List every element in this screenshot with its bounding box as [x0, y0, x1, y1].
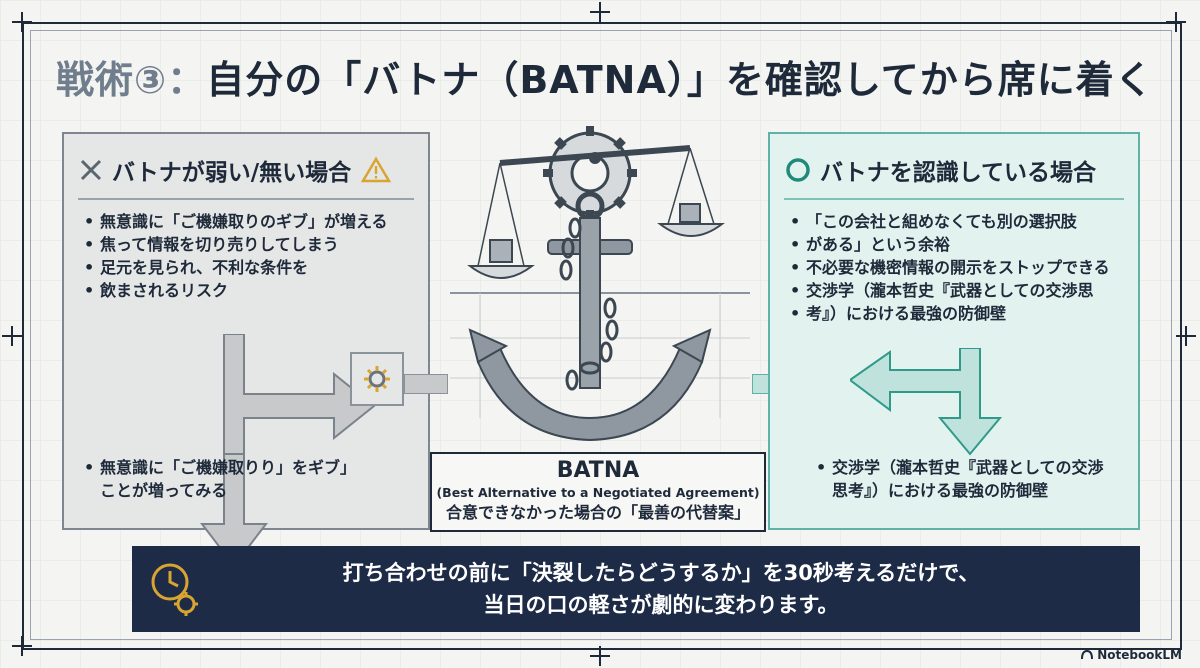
strong-batna-divider — [784, 198, 1124, 200]
crosshair-top-left — [12, 12, 32, 32]
batna-subtitle: (Best Alternative to a Negotiated Agreem… — [436, 485, 760, 500]
gear-box-left — [350, 352, 404, 406]
inner-frame — [30, 30, 1172, 640]
list-item: 焦って情報を切り売りしてしまう — [84, 233, 418, 256]
list-item: 足元を見られ、不利な条件を — [84, 256, 418, 279]
circle-icon — [786, 158, 810, 182]
title-text: 自分の「バトナ（BATNA）」を確認してから席に着く — [206, 58, 1154, 102]
list-item: 無意識に「ご機嫌取りのギブ」が増える — [84, 210, 418, 233]
strong-batna-heading-row: バトナを認識している場合 — [784, 148, 1096, 192]
crosshair-left — [2, 326, 22, 346]
batna-title: BATNA — [556, 458, 640, 483]
takeaway-line2: 当日の口の軽さが劇的に変わります。 — [483, 593, 839, 617]
notebooklm-watermark: NotebookLM — [1081, 648, 1182, 662]
strong-batna-note-line2: 思考』）における最強の防御壁 — [832, 481, 1049, 500]
strong-batna-panel: バトナを認識している場合 「この会社と組めなくても別の選択肢 がある」という余裕… — [768, 132, 1140, 530]
notebooklm-logo-icon — [1081, 650, 1094, 660]
weak-batna-heading: バトナが弱い/無い場合 — [112, 160, 352, 186]
weak-batna-note-line2: ことが増ってみる — [100, 481, 228, 500]
batna-definition-box: BATNA (Best Alternative to a Negotiated … — [430, 452, 766, 532]
crosshair-right — [1176, 326, 1196, 346]
weak-batna-note-line1: 無意識に「ご機嫌取りり」をギブ」 — [84, 456, 356, 479]
strong-batna-note: 交渉学（瀧本哲史『武器としての交渉 思考』）における最強の防御壁 — [816, 456, 1104, 502]
connector-left — [404, 374, 448, 394]
anchor-scale-illustration — [450, 126, 750, 442]
page-title: 戦術③：自分の「バトナ（BATNA）」を確認してから席に着く — [56, 50, 1156, 110]
list-item-continuation: 考』）における最強の防御壁 — [790, 302, 1128, 325]
cross-icon — [80, 159, 102, 181]
weak-batna-panel: バトナが弱い/無い場合 無意識に「ご機嫌取りのギブ」が増える 焦って情報を切り売… — [62, 132, 430, 568]
crosshair-top — [590, 2, 610, 22]
takeaway-line1: 打ち合わせの前に「決裂したらどうするか」を30秒考えるだけで、 — [342, 561, 980, 585]
weak-batna-divider — [78, 198, 414, 200]
crosshair-bottom-left — [12, 636, 32, 656]
list-item: 不必要な機密情報の開示をストップできる — [790, 256, 1128, 279]
gear-icon — [364, 366, 390, 392]
weak-batna-bullets: 無意識に「ご機嫌取りのギブ」が増える 焦って情報を切り売りしてしまう 足元を見ら… — [84, 210, 418, 302]
crosshair-top-right — [1166, 12, 1186, 32]
clock-gear-icon — [151, 563, 198, 616]
warning-icon — [361, 156, 392, 183]
merge-arrow-icon — [850, 348, 1003, 456]
weak-batna-note: 無意識に「ご機嫌取りり」をギブ」 ことが増ってみる — [84, 456, 356, 502]
brand-label: NotebookLM — [1097, 648, 1182, 662]
title-tactic-number: 戦術③： — [56, 58, 207, 102]
batna-definition: 合意できなかった場合の「最善の代替案」 — [445, 503, 750, 522]
weak-batna-heading-row: バトナが弱い/無い場合 — [78, 148, 392, 192]
list-item: 「この会社と組めなくても別の選択肢 — [790, 210, 1128, 233]
strong-batna-heading: バトナを認識している場合 — [820, 160, 1096, 186]
strong-batna-note-line1: 交渉学（瀧本哲史『武器としての交渉 — [816, 456, 1104, 479]
crosshair-bottom — [590, 646, 610, 666]
list-item-continuation: がある」という余裕 — [790, 233, 1128, 256]
list-item: 交渉学（瀧本哲史『武器としての交渉思 — [790, 279, 1128, 302]
list-item-continuation: 飲まされるリスク — [84, 279, 418, 302]
strong-batna-bullets: 「この会社と組めなくても別の選択肢 がある」という余裕 不必要な機密情報の開示を… — [790, 210, 1128, 325]
takeaway-banner: 打ち合わせの前に「決裂したらどうするか」を30秒考えるだけで、 当日の口の軽さが… — [132, 546, 1140, 632]
